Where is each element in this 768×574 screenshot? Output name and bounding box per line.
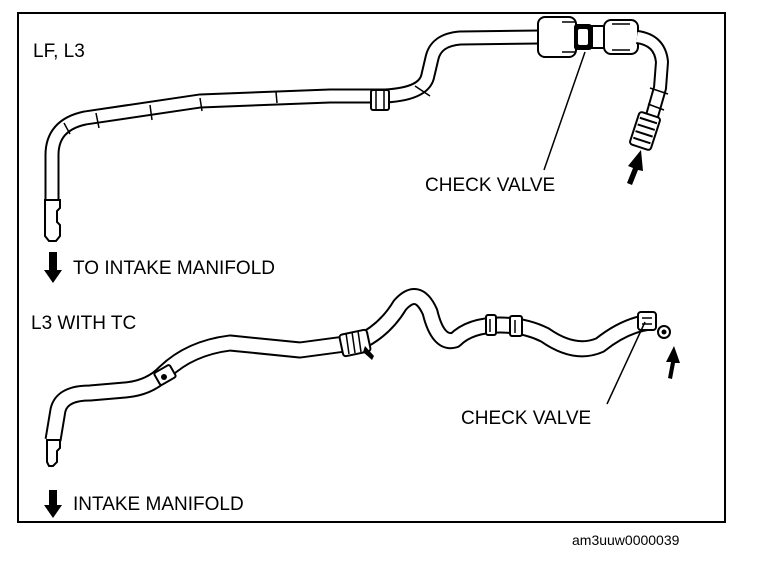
lower-hose-clamp-main <box>338 328 374 360</box>
lower-hose-outlet <box>46 439 61 467</box>
lower-hose-clamp-left <box>153 364 177 386</box>
upper-inlet-arrow <box>627 150 643 185</box>
lower-outlet-arrow <box>44 490 62 518</box>
lower-variant-label: L3 WITH TC <box>31 313 137 334</box>
upper-outlet-arrow <box>44 252 62 283</box>
upper-variant-label: LF, L3 <box>33 41 85 62</box>
lower-hose-clamp-right <box>485 314 523 337</box>
lower-check-valve <box>637 311 671 339</box>
upper-hose-outlet <box>44 199 61 242</box>
upper-check-valve <box>537 16 639 58</box>
upper-hose-assembly <box>44 16 669 283</box>
upper-valve-leader <box>543 51 586 171</box>
lower-valve-leader <box>606 321 646 405</box>
upper-quick-connector <box>629 111 661 151</box>
figure-code: am3uuw0000039 <box>572 532 680 548</box>
lower-hose-assembly <box>44 288 680 518</box>
lower-inlet-arrow <box>666 346 680 379</box>
figure-frame <box>17 12 726 523</box>
upper-outlet-label: TO INTAKE MANIFOLD <box>73 258 275 279</box>
lower-check-valve-label: CHECK VALVE <box>461 408 592 429</box>
lower-outlet-label: INTAKE MANIFOLD <box>73 494 244 515</box>
upper-check-valve-label: CHECK VALVE <box>425 175 556 196</box>
upper-hose-clamp <box>370 89 390 111</box>
